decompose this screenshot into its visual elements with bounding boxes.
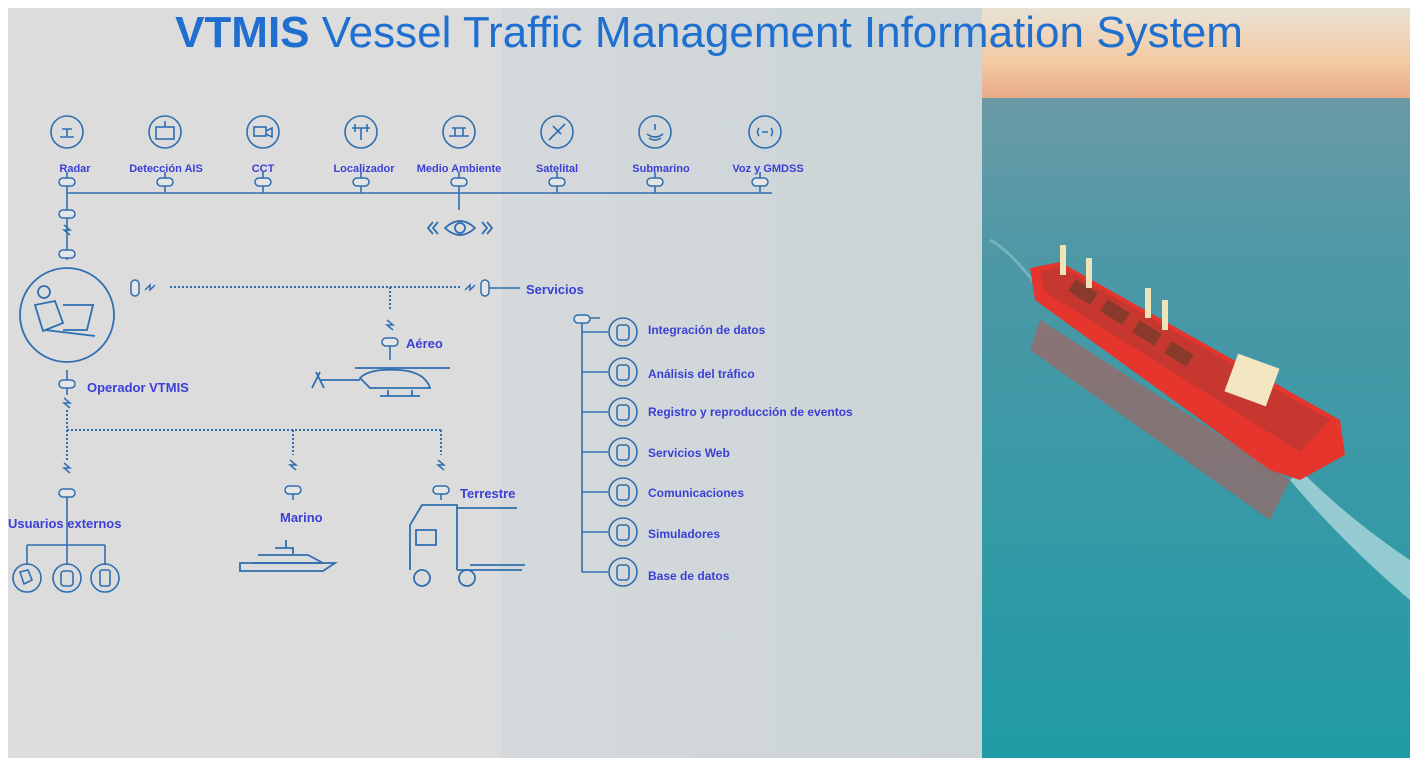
vtmis-diagram: Radar Detección AIS CCT Localizador Medi… [8, 115, 853, 593]
title-brand: VTMIS [175, 8, 310, 57]
sky [982, 8, 1410, 100]
radio-icon [748, 115, 782, 149]
radar-icon [50, 115, 84, 149]
operator-small-icon [12, 563, 42, 593]
operator-label: Operador VTMIS [87, 380, 189, 395]
truck-icon [409, 504, 525, 587]
antenna-icon [344, 115, 378, 149]
camera-icon [246, 115, 280, 149]
title-text: Vessel Traffic Management Information Sy… [321, 8, 1243, 57]
sensor-label-submarino: Submarino [632, 163, 690, 175]
ais-icon [148, 115, 182, 149]
usuarios-label: Usuarios externos [8, 516, 121, 531]
database-icon [608, 357, 638, 387]
page-title: VTMIS Vessel Traffic Management Informat… [0, 8, 1418, 58]
service-label-base-datos: Base de datos [648, 569, 730, 583]
sensor-icons [50, 115, 782, 149]
service-label-simuladores: Simuladores [648, 527, 720, 541]
sensor-labels: Radar Detección AIS CCT Localizador Medi… [59, 163, 803, 175]
database-icon [608, 557, 638, 587]
sensor-label-ais: Detección AIS [129, 163, 203, 175]
database-small-icon [52, 563, 82, 593]
monitoring-eye-icon [426, 220, 494, 236]
left-panel [8, 8, 502, 758]
terrestre-label: Terrestre [460, 486, 515, 501]
sensor-label-cct: CCT [252, 163, 275, 175]
mobile-small-icon [90, 563, 120, 593]
user-icons [12, 563, 120, 593]
operator-icon [19, 267, 115, 363]
sensor-label-medio-ambiente: Medio Ambiente [417, 163, 502, 175]
zigzag-symbols [61, 224, 476, 474]
boat-icon [239, 540, 338, 572]
service-label-registro: Registro y reproducción de eventos [648, 405, 853, 419]
helicopter-icon [311, 367, 450, 397]
service-icons [608, 317, 638, 587]
service-label-web: Servicios Web [648, 446, 730, 460]
satellite-icon [540, 115, 574, 149]
node-labels: Operador VTMIS Servicios Aéreo Marino Te… [8, 282, 584, 531]
ship-reflection [1030, 320, 1290, 520]
sensor-label-radar: Radar [59, 163, 91, 175]
service-labels: Integración de datos Análisis del tráfic… [648, 323, 853, 583]
database-icon [608, 477, 638, 507]
service-label-comunicaciones: Comunicaciones [648, 486, 744, 500]
database-icon [608, 517, 638, 547]
service-label-integracion: Integración de datos [648, 323, 766, 337]
marino-label: Marino [280, 510, 323, 525]
connectors [58, 177, 769, 498]
database-icon [608, 437, 638, 467]
servicios-label: Servicios [526, 282, 584, 297]
weather-station-icon [442, 115, 476, 149]
sensor-label-localizador: Localizador [333, 163, 395, 175]
cargo-ship [1030, 245, 1345, 480]
service-label-analisis: Análisis del tráfico [648, 367, 755, 381]
aereo-label: Aéreo [406, 336, 443, 351]
wireless-links [66, 286, 460, 460]
sensor-label-voz-gmdss: Voz y GMDSS [732, 163, 803, 175]
database-icon [608, 317, 638, 347]
sensor-label-satelital: Satelital [536, 163, 578, 175]
database-icon [608, 397, 638, 427]
sonar-icon [638, 115, 672, 149]
